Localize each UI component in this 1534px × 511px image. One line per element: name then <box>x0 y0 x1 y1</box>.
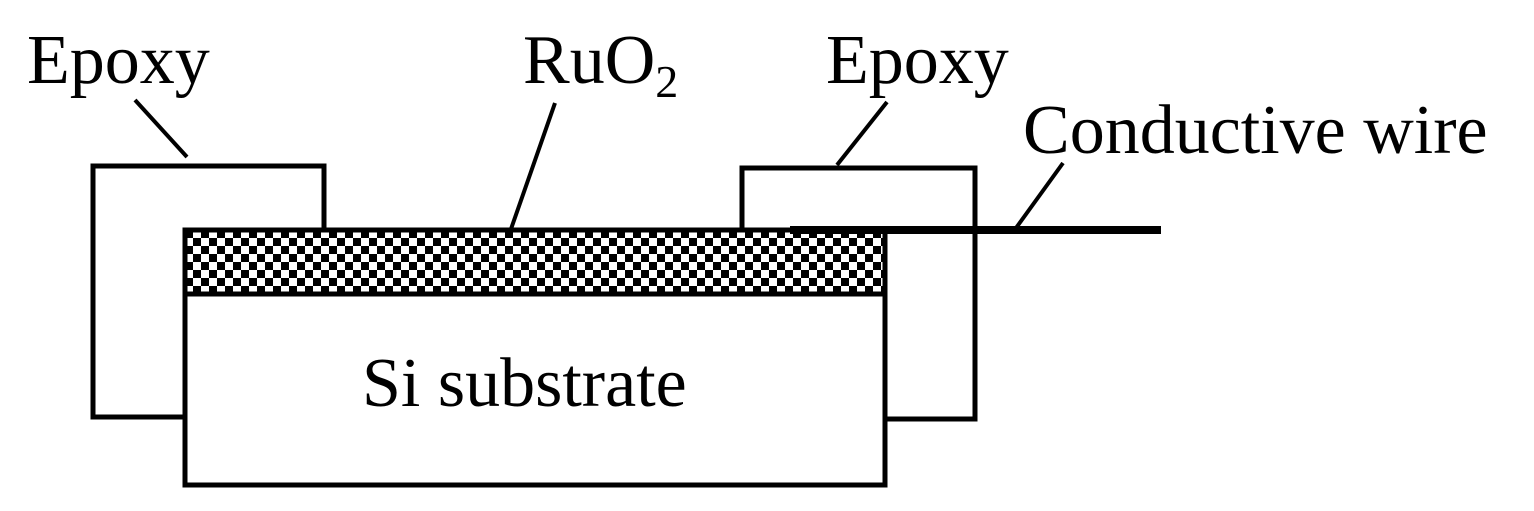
epoxy-left-label: Epoxy <box>27 22 210 99</box>
conductive-wire-label: Conductive wire <box>1023 92 1488 169</box>
ruo2-leader <box>509 102 557 230</box>
epoxy-left-leader <box>133 98 189 159</box>
ruo2-label-subscript: 2 <box>655 56 678 107</box>
ruo2-label-main: RuO <box>523 22 655 99</box>
epoxy-right-label: Epoxy <box>826 22 1009 99</box>
ruo2-label: RuO2 <box>523 22 678 107</box>
ruo2-layer <box>182 227 888 297</box>
si-substrate-label: Si substrate <box>362 345 687 422</box>
conductive-wire-leader <box>1014 161 1065 230</box>
epoxy-right-leader <box>835 100 889 167</box>
